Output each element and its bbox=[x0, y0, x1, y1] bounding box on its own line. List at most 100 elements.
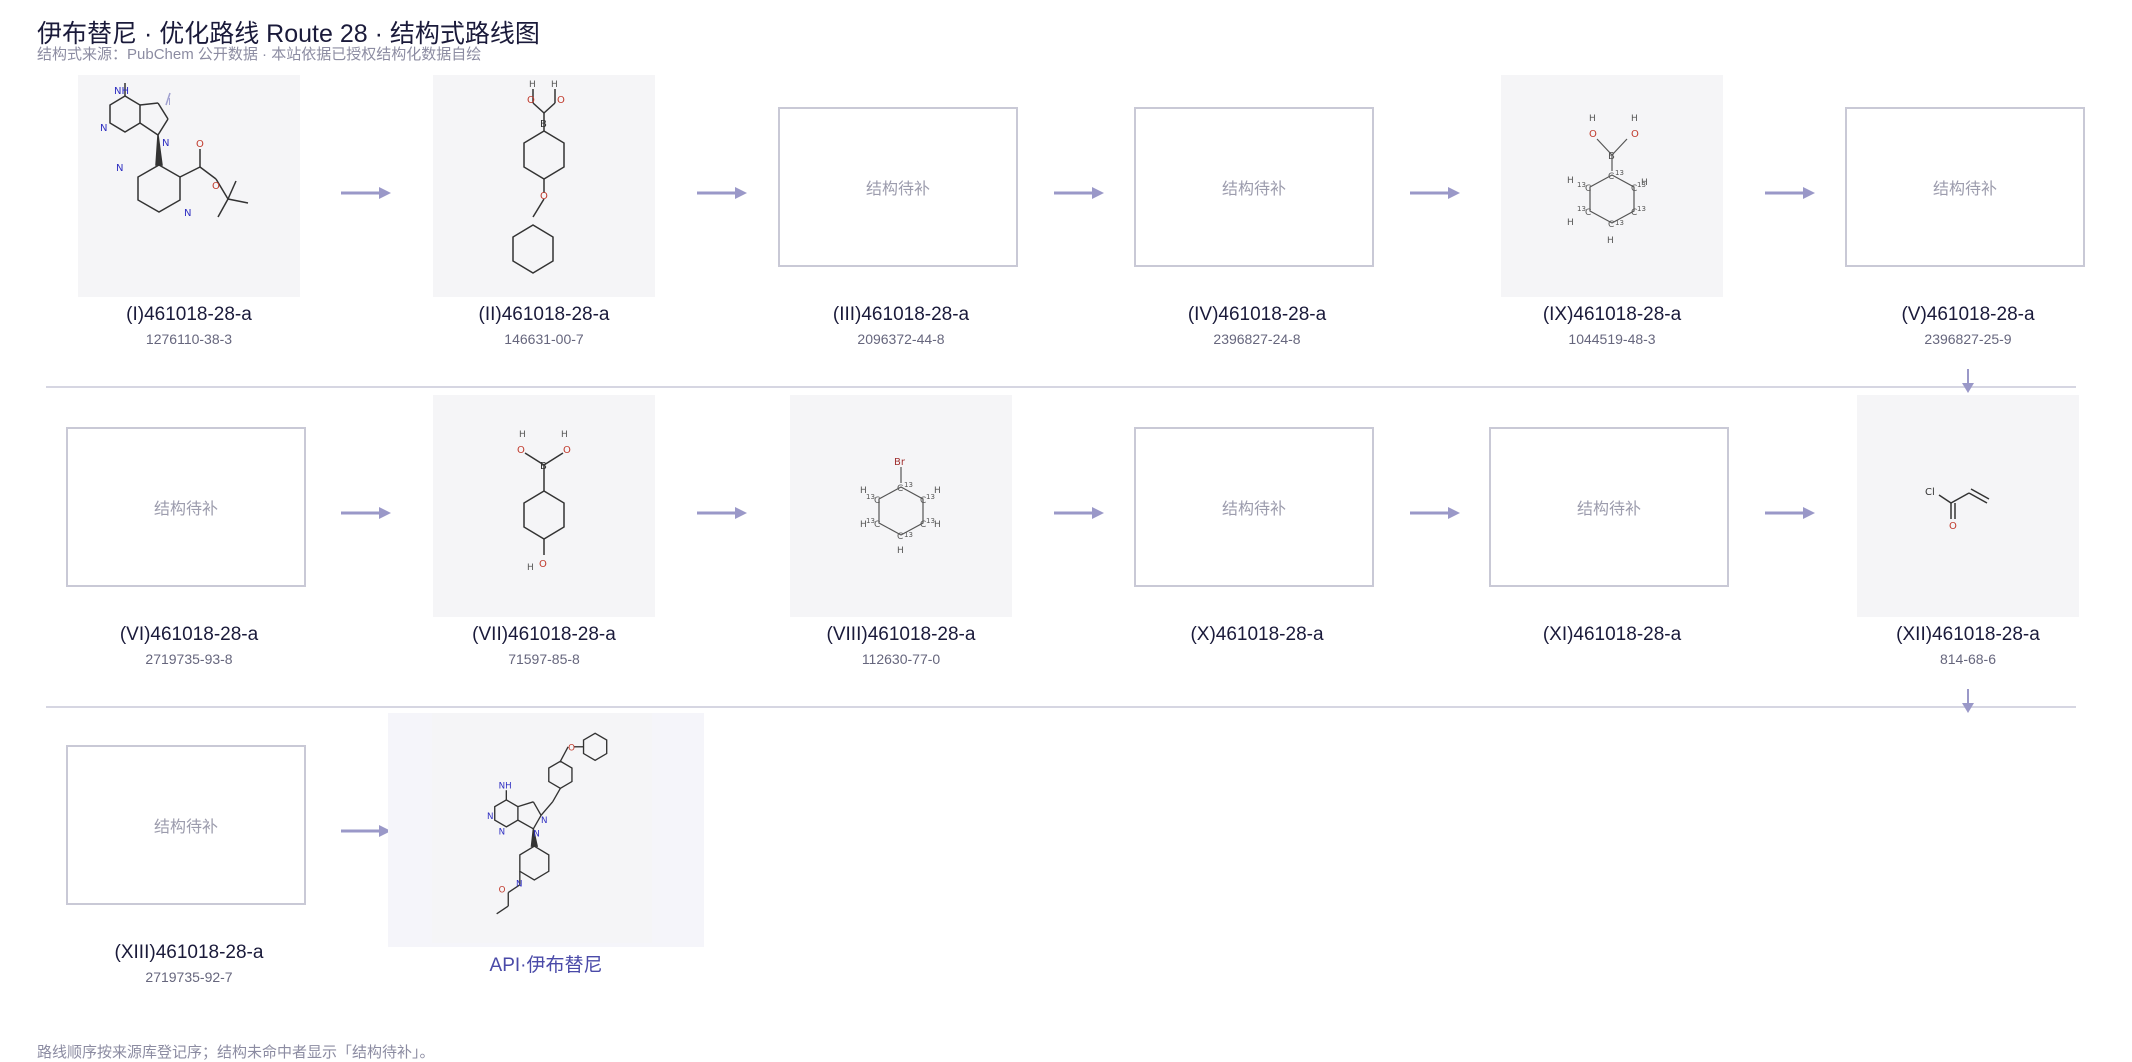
arrow-right-icon bbox=[697, 507, 747, 519]
structure-ix-drawing: H H O O B C C C C C C 13 13 13 13 13 13 … bbox=[1567, 114, 1648, 246]
structure-api-drawing: O NH N N N N N O bbox=[487, 732, 608, 915]
structure-placeholder: 结构待补 bbox=[778, 107, 1018, 267]
atom-n1: N bbox=[100, 123, 107, 134]
structure-vii: H H O O B H O bbox=[433, 395, 655, 617]
isotope-13: 13 bbox=[926, 493, 935, 501]
structure-placeholder: 结构待补 bbox=[1134, 107, 1374, 267]
atom-n3: N bbox=[162, 138, 169, 149]
node-cas: 814-68-6 bbox=[1939, 651, 1997, 667]
node-cas: 112630-77-0 bbox=[861, 651, 941, 667]
arrow-right-icon bbox=[1410, 507, 1460, 519]
node-label: (IX)461018-28-a bbox=[1542, 304, 1682, 325]
structure-ii: H H O O B O bbox=[433, 75, 655, 297]
atom-n4: N bbox=[533, 830, 540, 840]
atom-o2: O bbox=[563, 445, 571, 456]
isotope-13: 13 bbox=[1637, 181, 1646, 189]
page-title: 伊布替尼 · 优化路线 Route 28 · 结构式路线图 bbox=[37, 20, 540, 48]
structure-xii: Cl O bbox=[1857, 395, 2079, 617]
atom-c4: C bbox=[1608, 220, 1614, 230]
atom-h3: H bbox=[1641, 178, 1648, 188]
atom-amino: NH bbox=[114, 86, 129, 97]
atom-n5: N bbox=[516, 880, 523, 890]
api-node[interactable]: O NH N N N N N O bbox=[388, 713, 704, 947]
structure-placeholder: 结构待补 bbox=[66, 427, 306, 587]
arrow-down-icon bbox=[1962, 689, 1974, 713]
node-label: (VII)461018-28-a bbox=[472, 624, 616, 645]
atom-h5: H bbox=[897, 546, 904, 556]
arrow-right-icon bbox=[341, 825, 391, 837]
atom-o2: O bbox=[499, 886, 506, 896]
structure-placeholder: 结构待补 bbox=[1845, 107, 2085, 267]
node-label: (VI)461018-28-a bbox=[119, 624, 259, 645]
atom-h2: H bbox=[561, 430, 568, 440]
atom-h1: H bbox=[860, 486, 867, 496]
arrow-right-icon bbox=[1054, 187, 1104, 199]
isotope-13: 13 bbox=[1615, 219, 1624, 227]
node-cas: 2396827-25-9 bbox=[1924, 331, 2012, 347]
node-cas: 2719735-92-7 bbox=[145, 969, 233, 985]
arrow-right-icon bbox=[697, 187, 747, 199]
atom-c6: C bbox=[874, 496, 880, 506]
isotope-13: 13 bbox=[1577, 205, 1586, 213]
atom-h1: H bbox=[519, 430, 526, 440]
atom-o1: O bbox=[568, 744, 575, 754]
atom-n2: N bbox=[499, 828, 506, 838]
atom-h2: H bbox=[1631, 114, 1638, 124]
structure-viii: Br C C C C C C 13 13 13 13 13 13 H H H H… bbox=[790, 395, 1012, 617]
arrow-right-icon bbox=[1765, 187, 1815, 199]
atom-o2: O bbox=[212, 181, 220, 192]
atom-h5: H bbox=[1567, 218, 1574, 228]
atom-n4: N bbox=[184, 208, 191, 219]
atom-c2: C bbox=[1631, 184, 1637, 194]
isotope-13: 13 bbox=[926, 517, 935, 525]
atom-cl: Cl bbox=[1925, 487, 1935, 498]
structure-xii-drawing: Cl O bbox=[1925, 487, 1990, 532]
atom-c5: C bbox=[874, 520, 880, 530]
atom-h4: H bbox=[934, 520, 941, 530]
isotope-13: 13 bbox=[904, 531, 913, 539]
atom-n3: N bbox=[541, 816, 548, 826]
arrow-down-icon bbox=[1962, 369, 1974, 393]
isotope-13: 13 bbox=[1637, 205, 1646, 213]
node-label: (III)461018-28-a bbox=[832, 304, 970, 325]
route-row-1: NH I N N N N O O (I)461018-28-a 1276110-… bbox=[0, 75, 2132, 355]
atom-amino: NH bbox=[499, 781, 512, 791]
node-label: (V)461018-28-a bbox=[1901, 304, 2035, 325]
structure-placeholder: 结构待补 bbox=[1489, 427, 1729, 587]
atom-o2: O bbox=[1631, 129, 1639, 140]
atom-o1: O bbox=[196, 139, 204, 150]
page-subtitle: 结构式来源：PubChem 公开数据 · 本站依据已授权结构化数据自绘 bbox=[37, 46, 482, 63]
atom-h4: H bbox=[1567, 176, 1574, 186]
node-cas: 71597-85-8 bbox=[508, 651, 580, 667]
structure-placeholder: 结构待补 bbox=[1134, 427, 1374, 587]
api-label: API·伊布替尼 bbox=[489, 955, 603, 976]
atom-b: B bbox=[1608, 151, 1615, 162]
atom-o1: O bbox=[517, 445, 525, 456]
node-label: (XIII)461018-28-a bbox=[114, 942, 264, 963]
arrow-right-icon bbox=[1410, 187, 1460, 199]
structure-viii-drawing: Br C C C C C C 13 13 13 13 13 13 H H H H… bbox=[860, 457, 941, 556]
atom-h1: H bbox=[1589, 114, 1596, 124]
atom-o3: O bbox=[540, 191, 548, 202]
atom-c4: C bbox=[897, 532, 903, 542]
atom-c6: C bbox=[1585, 184, 1591, 194]
node-label: (X)461018-28-a bbox=[1190, 624, 1324, 645]
node-cas: 2396827-24-8 bbox=[1213, 331, 1301, 347]
node-cas: 2096372-44-8 bbox=[857, 331, 945, 347]
atom-h2: H bbox=[934, 486, 941, 496]
row-separator bbox=[46, 386, 2076, 388]
atom-h2: H bbox=[551, 80, 558, 90]
atom-iodine: I bbox=[168, 97, 171, 108]
isotope-13: 13 bbox=[866, 493, 875, 501]
atom-o1: O bbox=[527, 95, 535, 106]
isotope-13: 13 bbox=[1577, 181, 1586, 189]
node-label: (I)461018-28-a bbox=[126, 304, 252, 325]
node-cas: 1044519-48-3 bbox=[1568, 331, 1656, 347]
node-cas: 146631-00-7 bbox=[504, 331, 584, 347]
node-label: (II)461018-28-a bbox=[478, 304, 610, 325]
atom-o2: O bbox=[557, 95, 565, 106]
arrow-right-icon bbox=[1765, 507, 1815, 519]
atom-n2: N bbox=[116, 163, 123, 174]
arrow-right-icon bbox=[1054, 507, 1104, 519]
structure-ix: H H O O B C C C C C C 13 13 13 13 13 13 … bbox=[1501, 75, 1723, 297]
